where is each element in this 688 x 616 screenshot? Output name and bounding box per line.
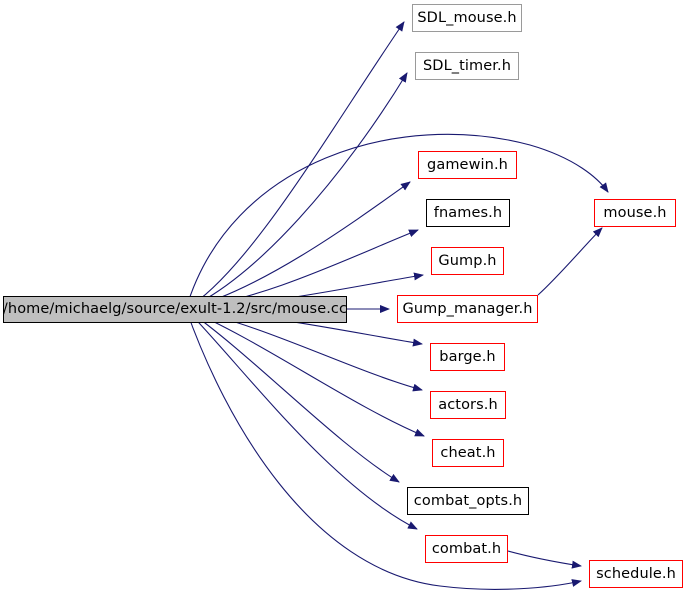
graph-edge bbox=[185, 308, 425, 437]
graph-node-barge[interactable]: barge.h bbox=[430, 343, 505, 371]
graph-node-label: combat.h bbox=[431, 540, 502, 557]
graph-edge bbox=[185, 21, 405, 310]
graph-node-combat_opts[interactable]: combat_opts.h bbox=[407, 487, 529, 515]
graph-edge bbox=[185, 308, 582, 590]
graph-node-root[interactable]: /home/michaelg/source/exult-1.2/src/mous… bbox=[3, 296, 347, 323]
graph-node-label: schedule.h bbox=[596, 565, 676, 582]
graph-node-combat[interactable]: combat.h bbox=[425, 535, 508, 563]
graph-node-label: barge.h bbox=[439, 348, 496, 365]
graph-node-label: Gump_manager.h bbox=[402, 300, 533, 317]
graph-node-gump[interactable]: Gump.h bbox=[431, 247, 504, 275]
graph-node-label: mouse.h bbox=[603, 204, 667, 221]
graph-node-label: SDL_mouse.h bbox=[417, 9, 517, 26]
graph-edge bbox=[185, 72, 408, 310]
graph-node-cheat[interactable]: cheat.h bbox=[432, 439, 504, 467]
graph-node-gump_manager[interactable]: Gump_manager.h bbox=[397, 295, 538, 323]
graph-node-label: fnames.h bbox=[433, 204, 503, 221]
graph-node-label: /home/michaelg/source/exult-1.2/src/mous… bbox=[3, 301, 347, 318]
graph-edge bbox=[185, 181, 411, 310]
graph-node-label: Gump.h bbox=[438, 252, 497, 269]
graph-node-label: gamewin.h bbox=[427, 156, 508, 173]
graph-edge bbox=[185, 308, 400, 483]
graph-edge bbox=[537, 227, 603, 296]
graph-node-sdl_timer[interactable]: SDL_timer.h bbox=[415, 52, 519, 80]
graph-edge bbox=[185, 308, 418, 530]
graph-node-fnames[interactable]: fnames.h bbox=[426, 199, 510, 227]
graph-node-label: SDL_timer.h bbox=[423, 57, 511, 74]
graph-node-mouse_h[interactable]: mouse.h bbox=[594, 199, 676, 227]
graph-node-actors[interactable]: actors.h bbox=[430, 391, 506, 419]
graph-node-gamewin[interactable]: gamewin.h bbox=[418, 151, 517, 179]
graph-node-schedule[interactable]: schedule.h bbox=[589, 560, 683, 588]
graph-node-label: cheat.h bbox=[440, 444, 496, 461]
graph-node-label: actors.h bbox=[438, 396, 498, 413]
graph-node-sdl_mouse[interactable]: SDL_mouse.h bbox=[412, 4, 522, 32]
graph-edge bbox=[507, 550, 582, 569]
graph-edge bbox=[185, 133, 609, 310]
graph-node-label: combat_opts.h bbox=[413, 492, 523, 509]
